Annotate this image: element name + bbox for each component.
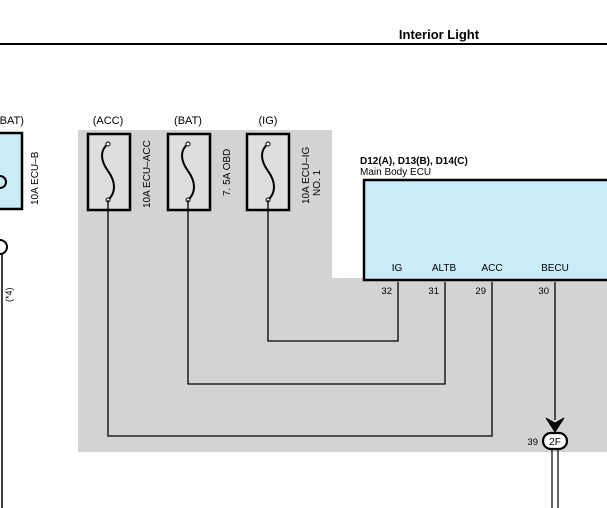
- fuse-ig-element-icon: [261, 143, 275, 201]
- fuse-obd-element-icon: [181, 143, 195, 201]
- fuse-ig-label-2: NO. 1: [312, 169, 323, 196]
- fuse-ig-label: 10A ECU–IG: [301, 147, 312, 204]
- terminal-ig: IG: [392, 263, 403, 274]
- wire-acc: [107, 200, 493, 437]
- left-fuse-element-icon: [0, 175, 7, 189]
- ecu-box: [362, 178, 607, 282]
- pin-altb: 31: [428, 286, 439, 297]
- fuse-obd-label: 7. 5A OBD: [222, 149, 233, 196]
- pin-becu: 30: [538, 286, 549, 297]
- fuse-obd-source: (BAT): [174, 115, 202, 127]
- fuse-acc-source: (ACC): [93, 115, 124, 127]
- wire-ig: [267, 200, 399, 342]
- left-fuse-label: 10A ECU–B: [30, 151, 41, 205]
- left-splice-icon: [0, 239, 8, 255]
- connector-2f: [541, 431, 569, 451]
- left-fuse-box: [0, 131, 24, 211]
- left-fuse-source: (BAT): [0, 115, 24, 127]
- fuse-ig-source: (IG): [259, 115, 278, 127]
- pin-acc: 29: [475, 286, 486, 297]
- connector-arrow-icon: [545, 417, 565, 433]
- wire-altb: [187, 200, 446, 385]
- terminal-acc: ACC: [481, 263, 502, 274]
- connector-pin: 39: [527, 437, 538, 448]
- connector-id: 2F: [549, 437, 561, 448]
- terminal-becu: BECU: [541, 263, 569, 274]
- fuse-acc-element-icon: [101, 143, 115, 201]
- terminal-altb: ALTB: [432, 263, 457, 274]
- junction-block-shade: [78, 130, 607, 452]
- page-title: Interior Light: [399, 27, 480, 42]
- ecu-name: Main Body ECU: [360, 167, 431, 178]
- left-note: (*4): [4, 287, 14, 302]
- ecu-connectors: D12(A), D13(B), D14(C): [360, 156, 468, 167]
- fuse-acc-label: 10A ECU–ACC: [142, 140, 153, 208]
- pin-ig: 32: [381, 286, 392, 297]
